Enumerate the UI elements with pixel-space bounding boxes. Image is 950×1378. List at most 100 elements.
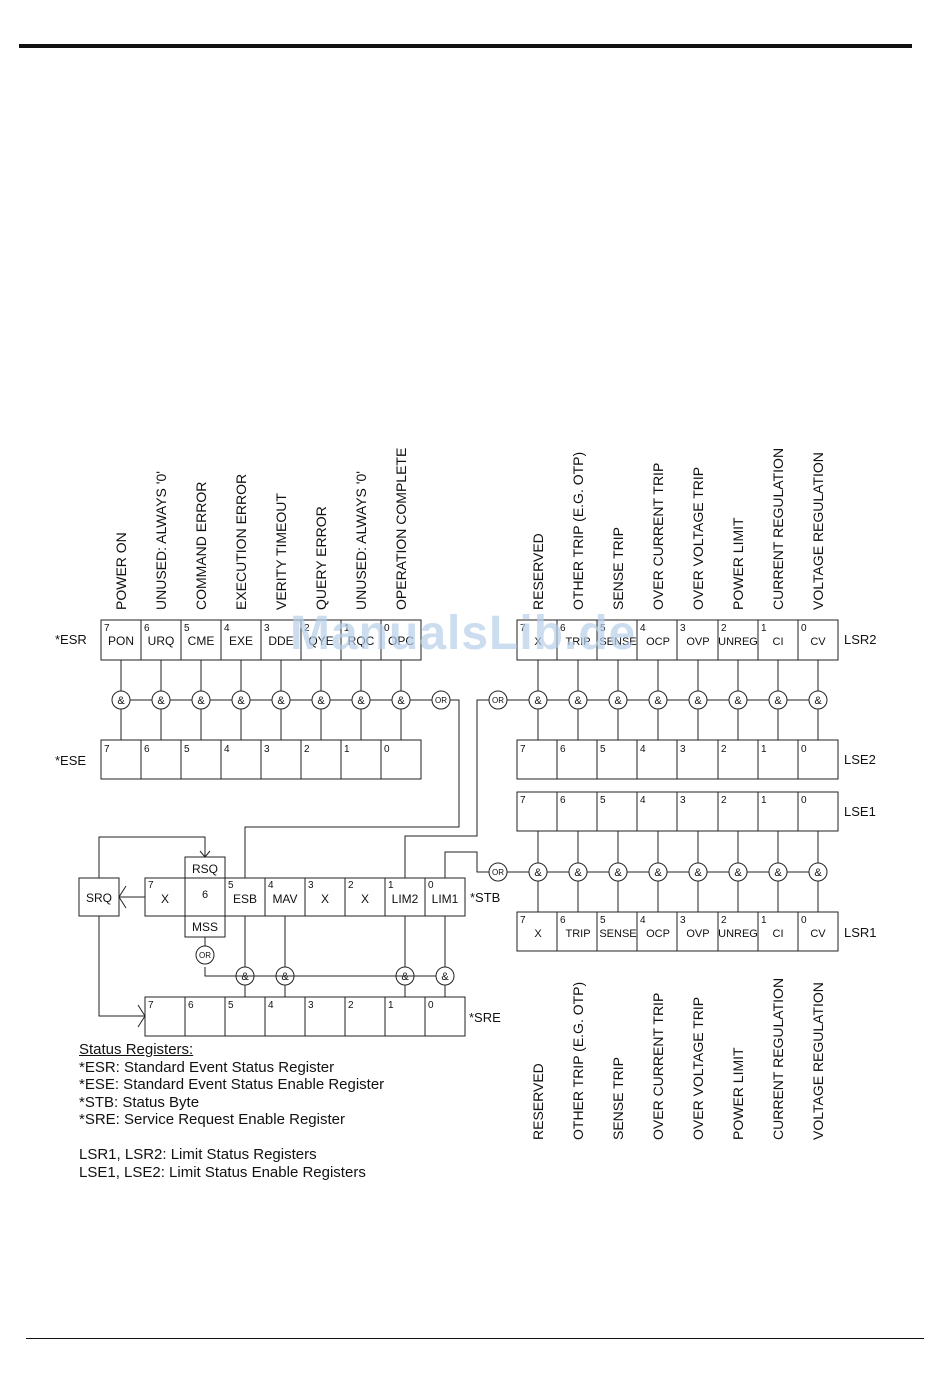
esr-bit-7-number: 7 [104,623,110,634]
lsr2-and-gate-7-label: & [814,695,822,707]
lsr2-bit-0-abbr: CV [810,636,826,648]
stb-bit-4-abbr: MAV [272,892,297,906]
stb-bit-7-number: 7 [148,880,154,891]
legend-line-lsr: LSR1, LSR2: Limit Status Registers [79,1145,317,1163]
esr-and-gate-2 [191,690,211,710]
lsr1-bit-1-cell [757,911,799,952]
esr-bit-2-number: 2 [304,623,310,634]
lse2-name: LSE2 [844,752,876,767]
lsr2-and-gate-5-label: & [734,695,742,707]
lsr1-bit-7-cell [516,911,558,952]
lsr1-bit-2-description: POWER LIMIT [730,1047,746,1140]
lsr1-and-gate-4-label: & [694,867,702,879]
lsr2-bit-3-number: 3 [680,623,686,634]
ese-bit-0-number: 0 [384,744,390,755]
lsr1-bit-0-description: VOLTAGE REGULATION [810,982,826,1140]
sre-bit-0-cell [424,996,466,1037]
ese-bit-3-number: 3 [264,744,270,755]
sre-bit-4-number: 4 [268,1000,274,1011]
lsr1-and-gate-5-label: & [734,867,742,879]
lse2-bit-4-number: 4 [640,744,646,755]
lsr2-bit-3-description: OVER VOLTAGE TRIP [690,467,706,610]
stb-bit-7-abbr: X [161,892,169,906]
legend-line-ese: *ESE: Standard Event Status Enable Regis… [79,1076,385,1094]
srq-label: SRQ [86,891,112,905]
sre-input-bracket [137,1004,146,1028]
lsr1-bit-7-description: RESERVED [530,1063,546,1140]
sre-bit-1-number: 1 [388,1000,394,1011]
esr-name: *ESR [55,632,87,647]
srq-to-sre-line [98,916,145,1017]
lsr2-bit-5-abbr: SENSE [599,636,636,648]
bottom-rule [26,1338,924,1339]
stb-bit-3-number: 3 [308,880,314,891]
lsr1-bit-7-number: 7 [520,915,526,926]
stb-bit-3-abbr: X [321,892,329,906]
lsr2-bit-6-number: 6 [560,623,566,634]
lsr1-and-gate-7-label: & [814,867,822,879]
lsr2-and-gate-6-label: & [774,695,782,707]
lsr2-bit-7-cell [516,619,558,661]
sre-bit-6-cell [184,996,226,1037]
esr-and-gate-5 [311,690,331,710]
ese-bit-6-number: 6 [144,744,150,755]
esr-and-gate-0-label: & [117,695,125,707]
lsr2-bit-3-abbr: OVP [686,636,709,648]
lim2-feed-line [404,699,489,878]
legend: Status Registers: *ESR: Standard Event S… [79,1041,384,1181]
lsr1-bit-4-number: 4 [640,915,646,926]
lse1-bit-7-number: 7 [520,795,526,806]
lse2-bit-5-number: 5 [600,744,606,755]
ese-bit-5-number: 5 [184,744,190,755]
ese-name: *ESE [55,753,86,768]
lsr2-bit-0-number: 0 [801,623,807,634]
lsr2-bit-4-abbr: OCP [646,636,670,648]
stb-bit-5-number: 5 [228,880,234,891]
esr-and-gate-3 [231,690,251,710]
stb-bit-5-cell [224,877,266,917]
stb-bit-6-mss: MSS [192,920,218,934]
stb-bit-1-cell [384,877,426,917]
lse1-bit-6-number: 6 [560,795,566,806]
stb-bit-0-cell [424,877,466,917]
ese-bit-4-number: 4 [224,744,230,755]
lse1-bit-3-number: 3 [680,795,686,806]
lse2-bit-2-number: 2 [721,744,727,755]
stb-bit-6-number: 6 [202,889,208,901]
esr-bit-1-number: 1 [344,623,350,634]
lsr1-bit-6-number: 6 [560,915,566,926]
lsr1-and-gate-0-label: & [534,867,542,879]
stb-bit-0-number: 0 [428,880,434,891]
lse1-bit-1-number: 1 [761,795,767,806]
lsr2-or-gate-label: OR [492,696,504,705]
lsr2-bit-1-description: CURRENT REGULATION [770,448,786,610]
lsr2-bit-1-number: 1 [761,623,767,634]
lsr1-or-gate-label: OR [492,868,504,877]
lsr2-bit-5-cell [596,619,638,661]
esr-and-gate-6-label: & [357,695,365,707]
esr-and-gate-4 [271,690,291,710]
esr-bit-2-description: QUERY ERROR [313,506,329,610]
lsr1-bit-4-description: OVER CURRENT TRIP [650,993,666,1140]
esr-and-gate-7 [391,690,411,710]
lse2-bit-3-number: 3 [680,744,686,755]
srq-box [78,877,120,917]
stb-and-gate-2-label: & [401,971,409,983]
esr-bit-4-description: EXECUTION ERROR [233,474,249,610]
lsr1-and-gate-3-label: & [654,867,662,879]
legend-line-esr: *ESR: Standard Event Status Register [79,1058,335,1076]
lsr2-bit-6-cell [556,619,598,661]
stb-bit-1-abbr: LIM2 [392,892,419,906]
lsr2-and-gate-2-label: & [614,695,622,707]
lse1-bit-4-number: 4 [640,795,646,806]
lse1-bit-2-number: 2 [721,795,727,806]
stb-name: *STB [470,890,500,905]
lsr2-bit-4-description: OVER CURRENT TRIP [650,463,666,610]
esr-bit-4-abbr: EXE [229,634,253,648]
lsr1-bit-4-abbr: OCP [646,928,670,940]
lsr1-bit-3-abbr: OVP [686,928,709,940]
lsr2-bit-1-cell [757,619,799,661]
lse1-bit-1-cell [757,791,799,832]
esr-bit-7-cell [100,619,142,661]
